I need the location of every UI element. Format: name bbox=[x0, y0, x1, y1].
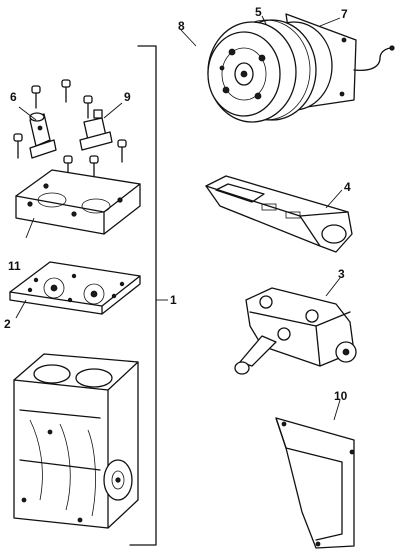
valve-plate bbox=[9, 261, 141, 315]
leader-lines bbox=[15, 15, 343, 421]
support-bracket bbox=[205, 175, 353, 253]
clutch-assembly bbox=[207, 13, 395, 123]
callout-6: 6 bbox=[10, 90, 17, 104]
callout-labels: 1 2 3 4 5 6 7 8 9 10 11 bbox=[4, 5, 351, 403]
callout-10: 10 bbox=[334, 389, 348, 403]
service-valve-discharge bbox=[79, 109, 113, 151]
callout-11: 11 bbox=[8, 259, 21, 273]
callout-3: 3 bbox=[338, 267, 345, 281]
callout-5: 5 bbox=[255, 5, 262, 19]
service-valve-suction bbox=[29, 112, 57, 159]
callout-4: 4 bbox=[344, 180, 351, 194]
assembly-bracket bbox=[129, 45, 168, 546]
head-bolts bbox=[13, 79, 127, 181]
callout-2: 2 bbox=[4, 317, 11, 331]
callout-8: 8 bbox=[178, 19, 185, 33]
callout-9: 9 bbox=[124, 90, 131, 104]
cylinder-head bbox=[15, 169, 141, 235]
mounting-plate bbox=[275, 417, 355, 549]
callout-7: 7 bbox=[341, 7, 348, 21]
compressor-bracket bbox=[234, 287, 357, 375]
callout-1: 1 bbox=[170, 293, 177, 307]
compressor-body bbox=[13, 353, 139, 529]
